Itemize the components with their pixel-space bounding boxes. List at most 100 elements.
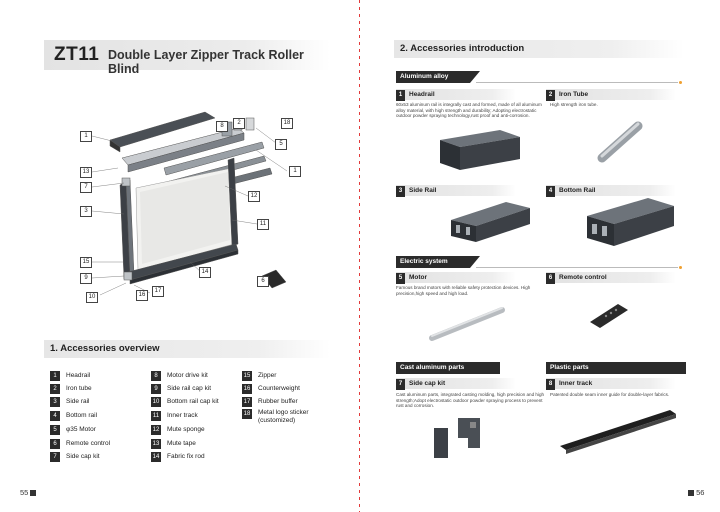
item-name: Headrail	[409, 91, 435, 98]
callout-2: 2	[233, 118, 245, 129]
page-title: Double Layer Zipper Track Roller Blind	[108, 48, 304, 76]
item-desc-side-cap-kit: Cast aluminum parts, integrated casting …	[396, 392, 545, 409]
headrail-image	[440, 130, 520, 170]
item-desc-iron-tube: High strength iron tube.	[550, 102, 598, 107]
category-label: Electric system	[400, 258, 448, 265]
item-head-side-rail: 3 Side Rail	[396, 185, 516, 197]
overview-num: 15	[242, 371, 252, 381]
item-name: Inner track	[559, 380, 593, 387]
overview-label: Zipper	[258, 372, 277, 379]
left-page: ZT11 Double Layer Zipper Track Roller Bl…	[20, 40, 330, 497]
item-head-headrail: 1 Headrail	[396, 89, 516, 101]
side-cap-kit-image	[434, 418, 480, 458]
overview-label: Counterweight	[258, 385, 300, 392]
overview-section-title: 1. Accessories overview	[50, 343, 160, 354]
overview-label: Inner track	[167, 412, 198, 419]
bottom-rail-image	[587, 198, 674, 246]
callout-13: 13	[80, 167, 92, 178]
overview-num: 13	[151, 439, 161, 449]
callout-18: 18	[281, 118, 293, 129]
item-num: 7	[396, 379, 405, 390]
category-aluminum: Aluminum alloy profiles	[396, 71, 480, 92]
side-rail-image	[451, 202, 530, 242]
overview-label: φ35 Motor	[66, 426, 96, 433]
title-bar: ZT11 Double Layer Zipper Track Roller Bl…	[44, 40, 330, 76]
item-head-side-cap-kit: 7 Side cap kit	[396, 378, 516, 390]
overview-item: 10 Bottom rail cap kit	[151, 397, 219, 407]
overview-label: Side rail cap kit	[167, 385, 212, 392]
overview-num: 9	[151, 384, 161, 394]
overview-num: 11	[151, 411, 161, 421]
item-name: Side cap kit	[409, 380, 446, 387]
overview-label: Side rail	[66, 398, 90, 405]
item-num: 2	[546, 90, 555, 101]
overview-item: 6 Remote control	[50, 439, 110, 449]
overview-label: Bottom rail cap kit	[167, 398, 219, 405]
callout-5: 5	[275, 139, 287, 150]
callout-11: 11	[257, 219, 269, 230]
overview-label: Remote control	[66, 440, 111, 447]
category-label: Cast aluminum parts	[400, 364, 465, 371]
item-desc-headrail: 60x53 aluminum rail is integrally cast a…	[396, 102, 542, 119]
callout-7: 7	[80, 182, 92, 193]
accent-dot	[679, 266, 682, 269]
item-head-inner-track: 8 Inner track	[546, 378, 676, 390]
page-number-text: 56	[696, 488, 705, 497]
callout-6: 6	[257, 276, 269, 287]
callout-16: 16	[136, 290, 148, 301]
overview-num: 10	[151, 397, 161, 407]
overview-item: 1 Headrail	[50, 371, 90, 381]
item-num: 4	[546, 186, 555, 197]
overview-label: Motor drive kit	[167, 372, 208, 379]
iron-tube-image	[597, 121, 643, 163]
overview-num: 1	[50, 371, 60, 381]
callout-8: 8	[216, 121, 228, 132]
overview-num: 16	[242, 384, 252, 394]
item-name: Side Rail	[409, 187, 437, 194]
overview-num: 7	[50, 452, 60, 462]
overview-num: 4	[50, 411, 60, 421]
overview-label: Rubber buffer	[258, 398, 298, 405]
page-spine	[359, 0, 360, 512]
overview-label: Headrail	[66, 372, 91, 379]
category-label: Aluminum alloy profiles	[400, 73, 449, 92]
callout-1: 1	[80, 131, 92, 142]
category-cast: Cast aluminum parts	[396, 362, 500, 374]
overview-item: 13 Mute tape	[151, 439, 196, 449]
motor-image	[429, 307, 505, 341]
overview-label: Iron tube	[66, 385, 92, 392]
category-electric: Electric system	[396, 256, 480, 268]
overview-item: 15 Zipper	[242, 371, 276, 381]
overview-label: Side cap kit	[66, 453, 100, 460]
overview-item: 7 Side cap kit	[50, 452, 100, 462]
item-num: 6	[546, 273, 555, 284]
model-code: ZT11	[54, 44, 100, 65]
category-plastic: Plastic parts	[546, 362, 686, 374]
overview-num: 6	[50, 439, 60, 449]
item-num: 3	[396, 186, 405, 197]
overview-label: Mute tape	[167, 440, 196, 447]
intro-section-title: 2. Accessories introduction	[400, 43, 525, 54]
callout-14: 14	[199, 267, 211, 278]
page-number-right: 56	[688, 488, 704, 497]
callout-17: 17	[152, 286, 164, 297]
category-tail	[470, 71, 480, 83]
item-name: Remote control	[559, 274, 607, 281]
overview-item: 9 Side rail cap kit	[151, 384, 211, 394]
item-num: 8	[546, 379, 555, 390]
overview-item: 16 Counterweight	[242, 384, 300, 394]
remote-control-image	[590, 304, 628, 328]
item-num: 1	[396, 90, 405, 101]
overview-label: Mute sponge	[167, 426, 205, 433]
page-number-text: 55	[20, 488, 29, 497]
